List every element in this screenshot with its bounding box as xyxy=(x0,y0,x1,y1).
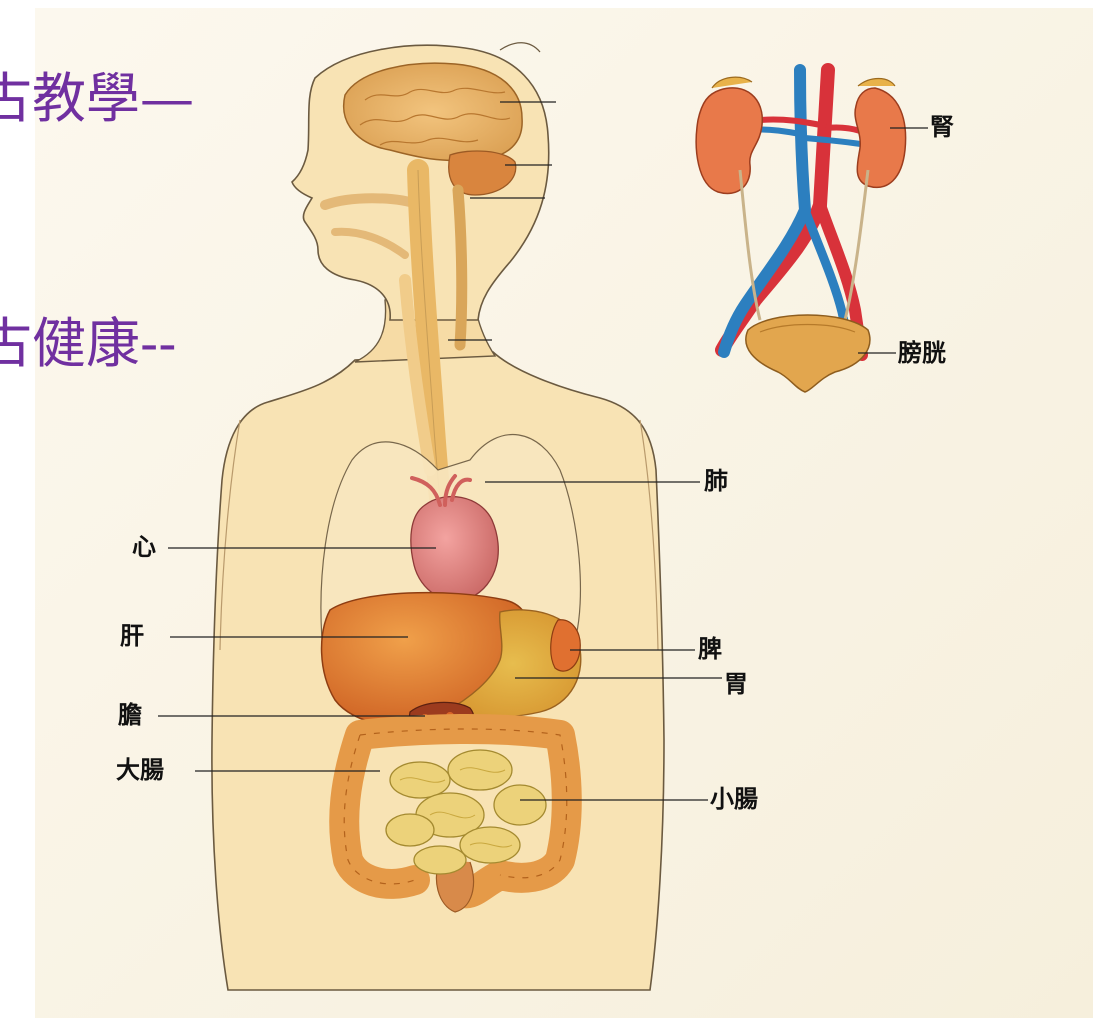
label-large-intestine: 大腸 xyxy=(116,758,164,782)
spinal-cord xyxy=(458,190,462,345)
slide-text-line-1: 古教學— xyxy=(0,72,194,126)
slide-text-line-2: 古健康-- xyxy=(0,317,177,371)
label-stomach: 胃 xyxy=(724,672,748,696)
label-gallbladder: 膽 xyxy=(118,703,142,727)
label-bladder: 膀胱 xyxy=(898,341,946,365)
label-liver: 肝 xyxy=(120,624,144,648)
label-heart: 心 xyxy=(132,535,156,559)
heart xyxy=(411,497,498,601)
label-spleen: 脾 xyxy=(698,637,722,661)
label-small-intestine: 小腸 xyxy=(710,787,758,811)
label-kidney: 腎 xyxy=(930,115,954,139)
label-lung: 肺 xyxy=(704,469,728,493)
